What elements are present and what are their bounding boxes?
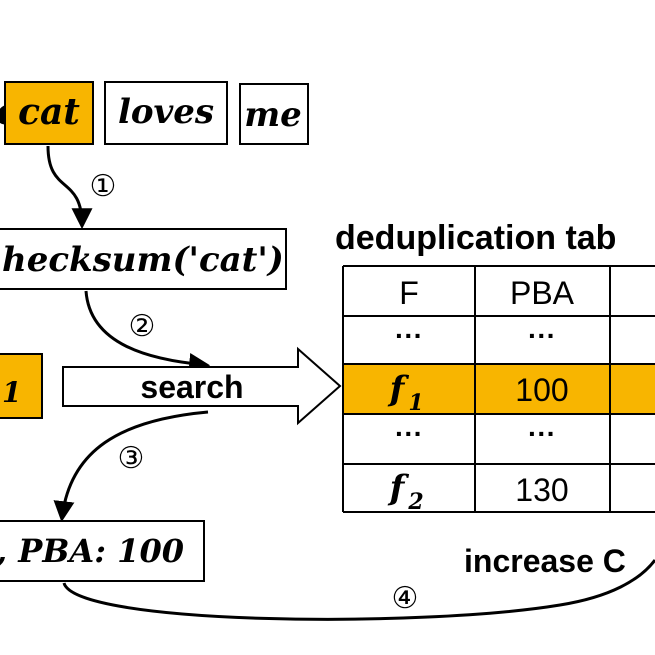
increase-label: increase C: [464, 543, 626, 579]
step3-label: ③: [118, 442, 145, 475]
table-cell-f: f: [388, 468, 410, 508]
checksum-text: hecksum('cat'): [2, 240, 284, 280]
word-me-text: me: [244, 95, 302, 135]
table-cell-f: ···: [395, 418, 423, 449]
word-loves-box: [104, 81, 228, 145]
result-text: , PBA: 100: [0, 532, 184, 570]
table-cell-pba: 100: [515, 372, 568, 408]
step4-label: ④: [392, 582, 419, 615]
step4-curve: [62, 559, 655, 621]
table-header-f: F: [399, 275, 419, 311]
table-cell-pba: ···: [528, 320, 556, 351]
step1-label: ①: [90, 170, 117, 203]
table-cell-f: f: [388, 369, 410, 409]
word-cat-box: [4, 81, 94, 145]
result-box: [0, 520, 205, 582]
word-loves-text: loves: [118, 92, 214, 132]
step2-label: ②: [129, 310, 156, 343]
search-arrow: [62, 346, 342, 426]
step2-arrow: [84, 290, 211, 374]
table-cell-f: ···: [395, 320, 423, 351]
table-row-highlight: [343, 364, 655, 414]
table-title: deduplication tab: [335, 219, 616, 257]
search-label: search: [140, 369, 243, 405]
step1-arrow: [46, 145, 93, 230]
table-cell-f-subscript: 2: [407, 489, 423, 515]
table-cell-pba: ···: [528, 418, 556, 449]
table-cell-pba: 130: [515, 472, 568, 508]
fingerprint-box: [0, 353, 43, 419]
word-me-box: [239, 83, 309, 145]
dedup-table: F PBA ··· ··· f 1 100 ··· ··· f 2 130: [342, 265, 655, 515]
checksum-box: [0, 228, 287, 290]
word-cat-text: cat: [18, 91, 80, 133]
fingerprint-subscript: 1: [2, 376, 21, 409]
table-cell-f-subscript: 1: [408, 390, 423, 416]
table-header-pba: PBA: [510, 275, 575, 311]
step3-arrow: [53, 410, 209, 523]
